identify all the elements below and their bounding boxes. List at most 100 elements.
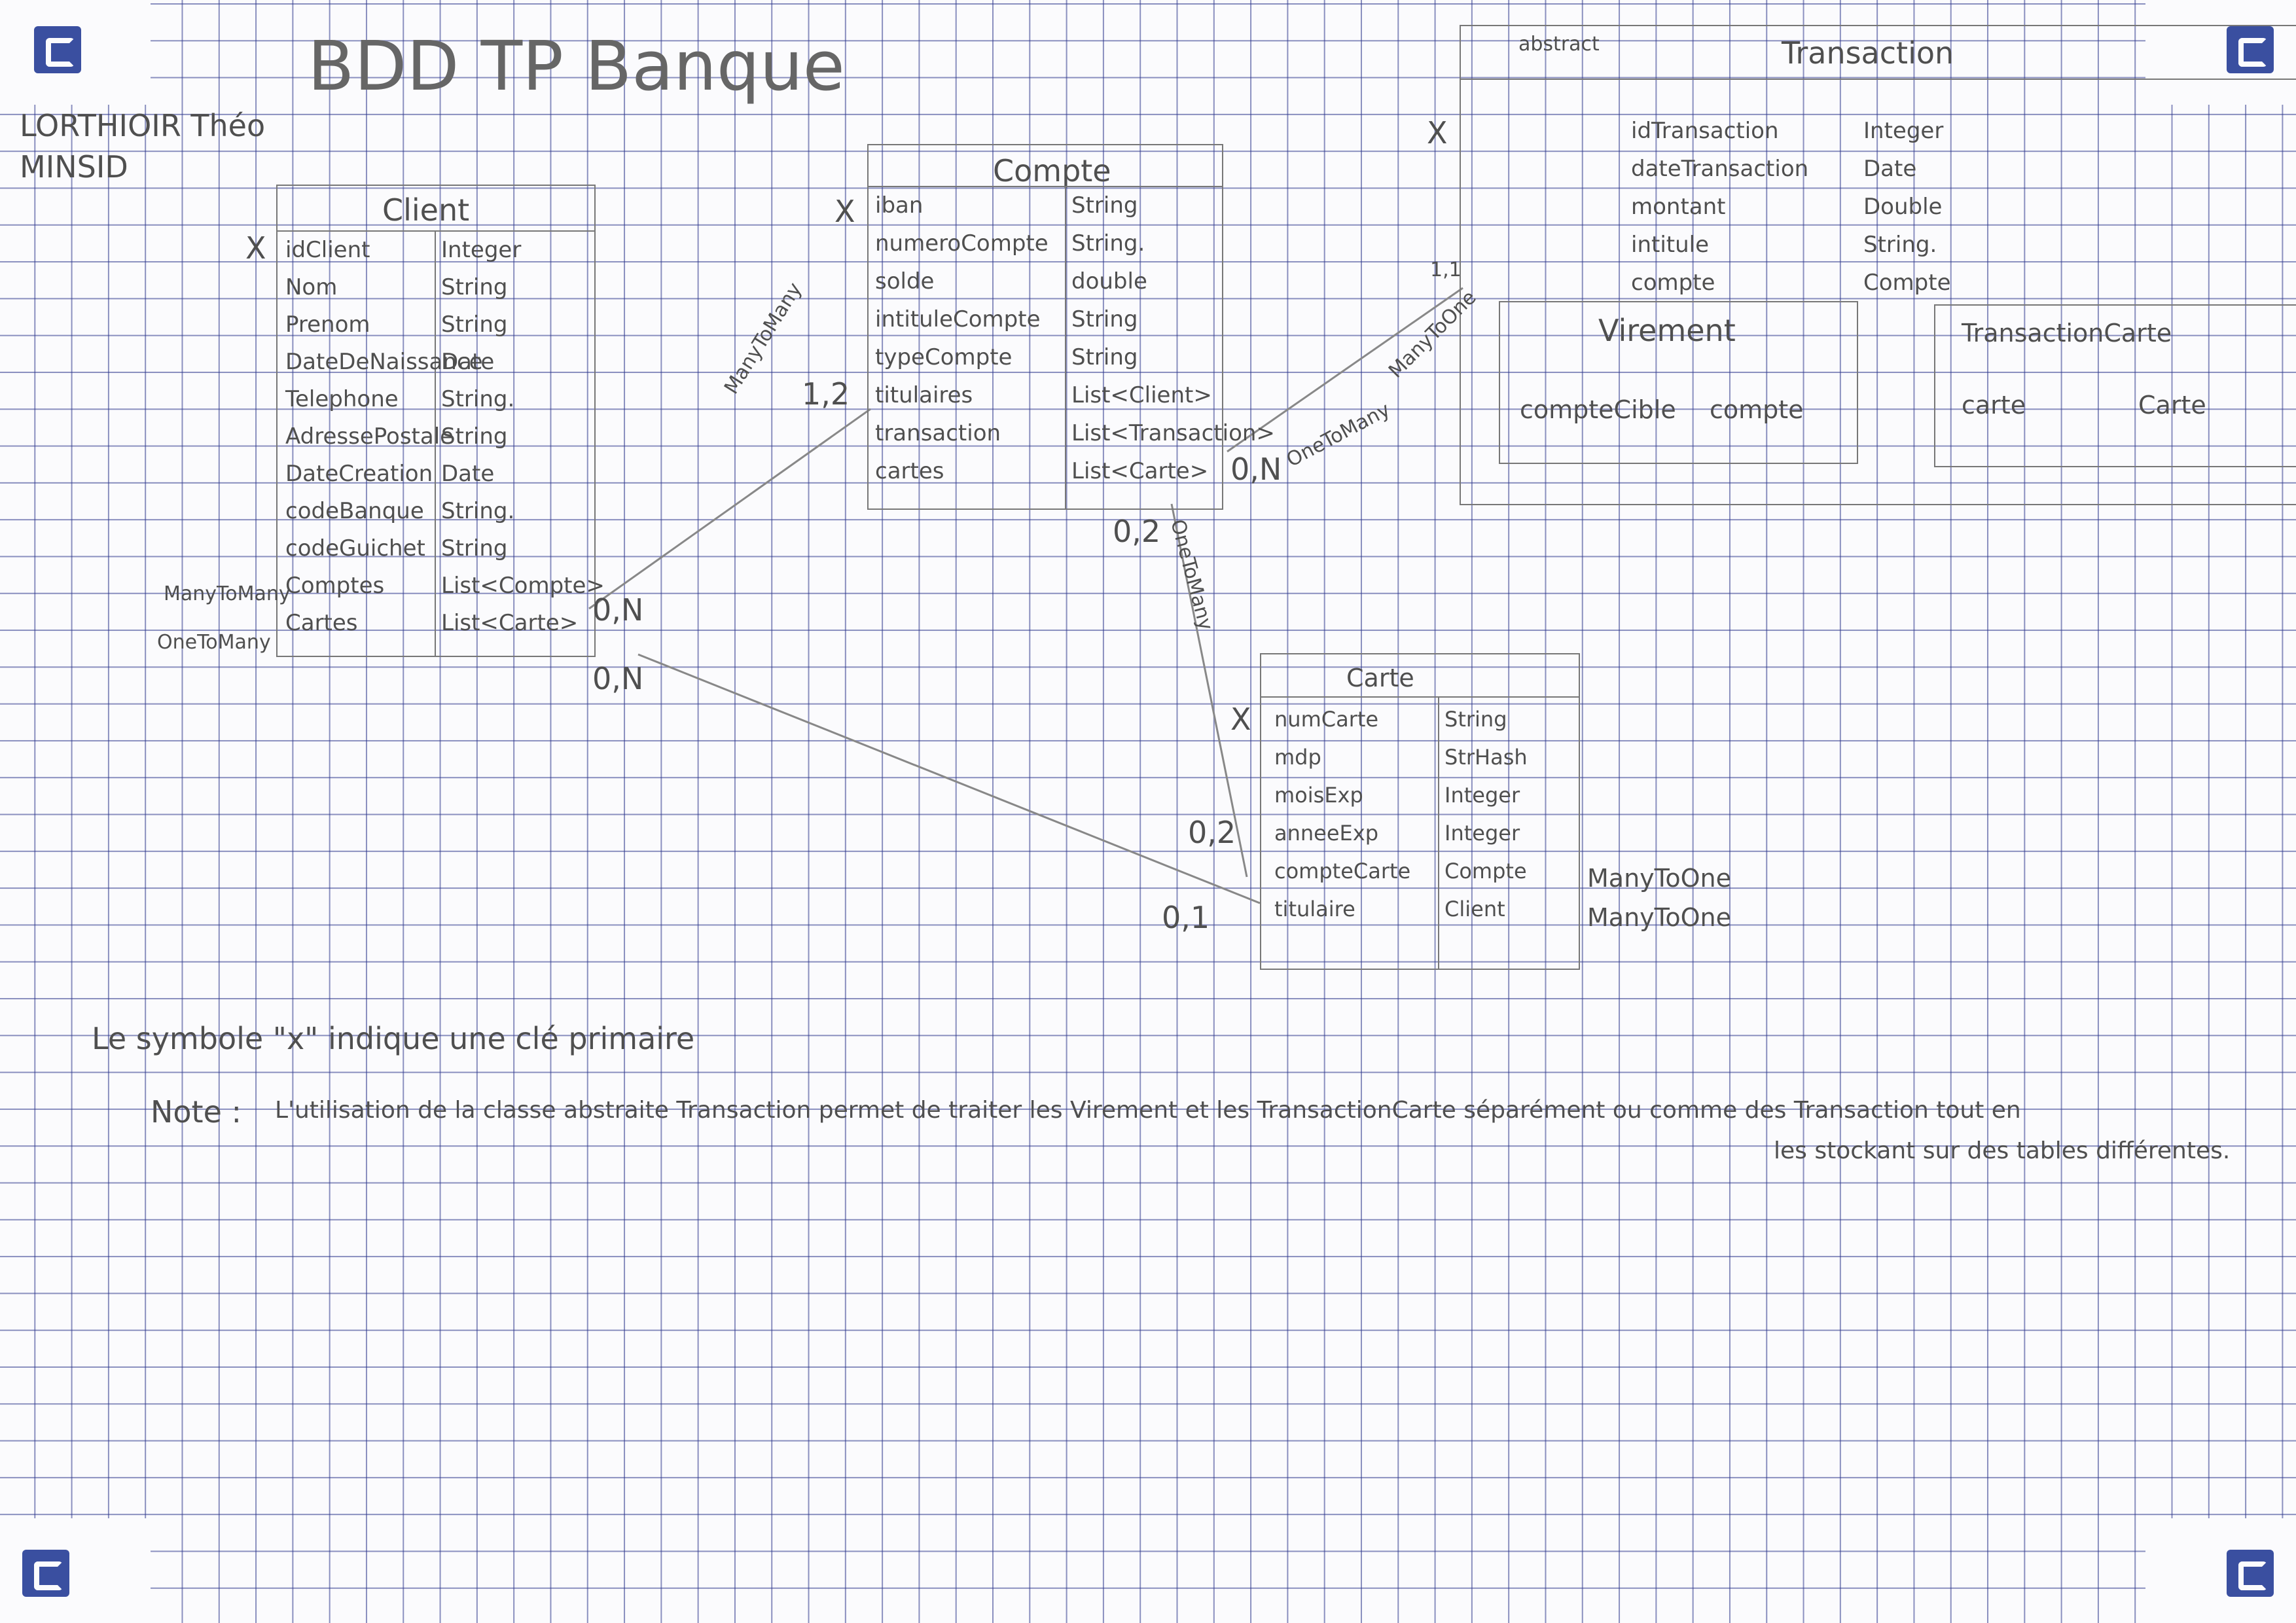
client-attr-type: String. (441, 386, 515, 412)
transaction-attr-type: Integer (1863, 118, 1944, 144)
card-compte-client: 1,2 (802, 376, 850, 412)
author-2: MINSID (20, 149, 128, 185)
carte-attr-name: numCarte (1274, 707, 1379, 732)
transaction-carte-title: TransactionCarte (1962, 319, 2172, 348)
client-title: Client (382, 192, 470, 228)
client-attr-name: AdressePostale (285, 423, 454, 450)
transaction-attr-name: dateTransaction (1631, 156, 1809, 182)
transaction-attr-type: String. (1863, 232, 1937, 258)
client-attr-name: DateDeNaissance (285, 349, 483, 375)
compte-pk-marker: X (834, 194, 855, 229)
page-title: BDD TP Banque (308, 26, 845, 106)
carte-attr-type: Client (1444, 897, 1505, 921)
carte-attr-type: Integer (1444, 783, 1520, 808)
compte-attr-name: transaction (875, 420, 1001, 446)
transaction-carte-attr-name: carte (1962, 391, 2026, 419)
compte-attr-name: intituleCompte (875, 306, 1041, 332)
carte-attr-name: titulaire (1274, 897, 1355, 921)
carte-attr-type: Compte (1444, 859, 1527, 883)
client-attr-type: Date (441, 461, 495, 487)
corner-mark-bottom-right (2145, 1518, 2296, 1623)
transaction-attr-type: Double (1863, 194, 1943, 220)
carte-title: Carte (1346, 664, 1414, 692)
carte-attr-name: mdp (1274, 745, 1321, 770)
client-attr-type: String (441, 312, 508, 338)
compte-attr-type: List<Carte> (1071, 458, 1209, 484)
compte-title: Compte (993, 153, 1111, 188)
transaction-attr-type: Compte (1863, 270, 1951, 296)
client-attr-type: List<Carte> (441, 610, 579, 636)
carte-relation-label-compte: ManyToOne (1587, 864, 1732, 893)
client-relation-label-comptes: ManyToMany (164, 582, 291, 605)
client-attr-name: Nom (285, 274, 338, 300)
carte-attr-type: String (1444, 707, 1507, 732)
note-line-1: L'utilisation de la classe abstraite Tra… (275, 1097, 2021, 1124)
corner-mark-top-left (0, 0, 151, 105)
card-client-carte: 0,N (592, 661, 644, 696)
carte-relation-label-titulaire: ManyToOne (1587, 903, 1732, 932)
client-attr-name: codeBanque (285, 498, 424, 524)
client-attr-name: Prenom (285, 312, 370, 338)
transaction-carte-table: TransactionCarte carte Carte (1934, 304, 2296, 467)
client-attr-type: String (441, 535, 508, 562)
compte-attr-type: String (1071, 192, 1138, 219)
client-pk-marker: X (245, 230, 266, 266)
compte-attr-name: iban (875, 192, 924, 219)
compte-attr-type: double (1071, 268, 1147, 294)
card-client-compte: 0,N (592, 592, 644, 628)
author-1: LORTHIOIR Théo (20, 108, 266, 143)
virement-attr-type: compte (1710, 395, 1804, 424)
virement-table: Virement compteCible compte (1499, 301, 1858, 464)
compte-attr-type: List<Client> (1071, 382, 1212, 408)
client-attr-type: String (441, 423, 508, 450)
compte-attr-name: titulaires (875, 382, 973, 408)
compte-attr-name: cartes (875, 458, 944, 484)
compte-attr-type: String (1071, 344, 1138, 370)
primary-key-legend: Le symbole "x" indique une clé primaire (92, 1021, 695, 1056)
carte-attr-type: Integer (1444, 821, 1520, 846)
client-attr-type: String (441, 274, 508, 300)
transaction-attr-name: compte (1631, 270, 1715, 296)
transaction-attr-name: montant (1631, 194, 1726, 220)
carte-attr-name: compteCarte (1274, 859, 1411, 883)
client-relation-label-cartes: OneToMany (157, 631, 271, 654)
client-attr-name: Telephone (285, 386, 399, 412)
compte-attr-name: typeCompte (875, 344, 1013, 370)
note-line-2: les stockant sur des tables différentes. (1774, 1137, 2231, 1164)
client-attr-name: Cartes (285, 610, 358, 636)
transaction-stereotype: abstract (1518, 33, 1600, 56)
virement-attr-name: compteCible (1520, 395, 1676, 424)
corner-mark-bottom-left (0, 1518, 151, 1623)
compte-attr-name: solde (875, 268, 935, 294)
card-transaction-compte: 1,1 (1430, 259, 1462, 281)
compte-attr-type: String (1071, 306, 1138, 332)
transaction-attr-name: intitule (1631, 232, 1710, 258)
carte-attr-name: anneeExp (1274, 821, 1379, 846)
compte-attr-type: List<Transaction> (1071, 420, 1275, 446)
card-carte-client: 0,1 (1162, 900, 1210, 935)
client-attr-type: String. (441, 498, 515, 524)
transaction-attr-type: Date (1863, 156, 1917, 182)
client-attr-name: codeGuichet (285, 535, 425, 562)
client-attr-name: Comptes (285, 573, 385, 599)
client-attr-type: List<Compte> (441, 573, 605, 599)
card-compte-carte: 0,2 (1113, 514, 1161, 549)
card-carte-compte: 0,2 (1188, 815, 1236, 850)
note-label: Note : (151, 1094, 242, 1130)
card-compte-transaction: 0,N (1230, 452, 1282, 487)
transaction-carte-attr-type: Carte (2138, 391, 2206, 419)
carte-pk-marker: X (1230, 702, 1251, 737)
virement-title: Virement (1598, 313, 1736, 348)
transaction-pk-marker: X (1427, 115, 1448, 151)
carte-attr-type: StrHash (1444, 745, 1528, 770)
compte-attr-name: numeroCompte (875, 230, 1049, 257)
client-attr-name: idClient (285, 237, 370, 263)
carte-attr-name: moisExp (1274, 783, 1363, 808)
corner-mark-top-right (2145, 0, 2296, 105)
compte-attr-type: String. (1071, 230, 1145, 257)
